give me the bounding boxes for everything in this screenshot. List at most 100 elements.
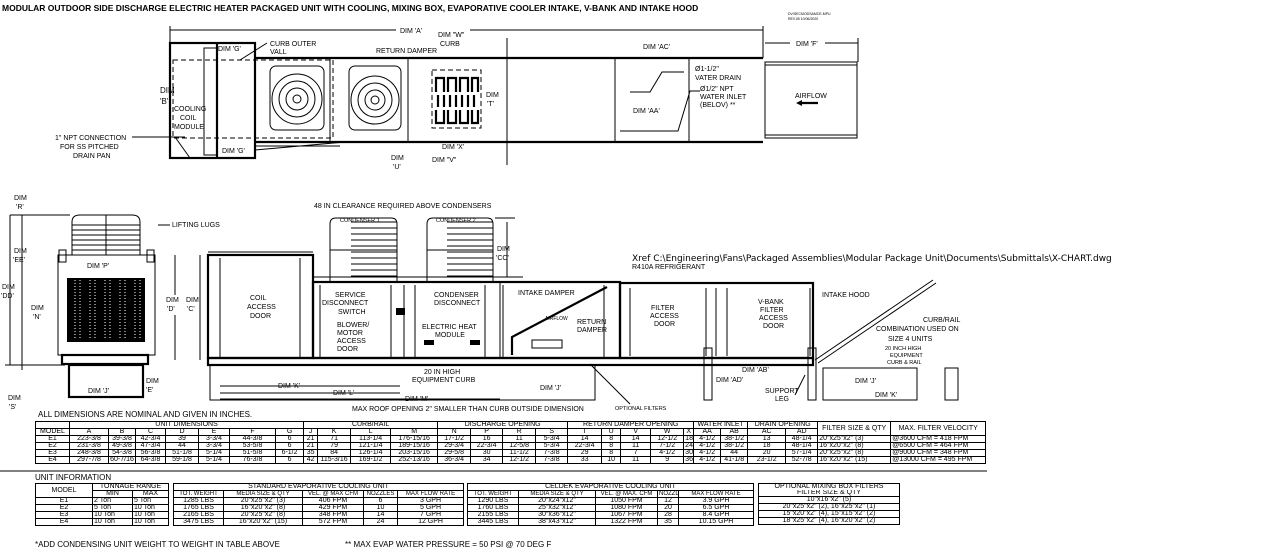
table-cell: 20 [657,504,679,512]
column-header: TOT. WEIGHT [173,490,224,498]
support-leg-label-2: LEG [775,396,789,403]
dim-g-bottom-label: DIM 'G' [222,148,245,155]
return-damper-side-label-2: DAMPER [577,327,607,334]
dim-e-label: DIM [146,378,159,385]
dim-v-label: DIM "V" [432,157,457,164]
dim-m-label: DIM 'M' [405,396,428,403]
table-cell: 34 [470,456,504,464]
table-title: OPTIONAL MIXING BOX FILTERS [758,483,900,490]
table-cell: 1765 LBS [173,504,224,512]
table-cell: 10 Ton [131,504,170,512]
table-cell: 13 [747,435,787,443]
table-cell: 113-1/4 [350,435,392,443]
table-cell: 1080 FPM [595,504,658,512]
npt-connection-label-3: DRAIN PAN [73,153,111,160]
dim-s-label-2: 'S' [9,404,16,411]
column-header: W [650,428,685,436]
ref-stamp-rev: REV.05 10/06/2020 [788,17,818,21]
vbank-door-label-3: ACCESS [759,315,788,322]
table-cell: 10.15 GPH [678,518,754,526]
column-header: AC [747,428,787,436]
table-cell: 572 FPM [302,518,364,526]
return-damper-grill [431,69,482,129]
support-leg [703,347,713,401]
curb-rail-20-label-2: EQUIPMENT [890,353,923,359]
table-cell: 7-1/2 [650,442,685,450]
table-cell: 24 [363,518,398,526]
dim-e-label-2: 'E' [146,387,153,394]
dim-s-label: DIM [8,395,21,402]
table-cell: 252-13/16 [390,456,439,464]
table-cell: 4-1/2 [693,442,722,450]
column-header: F [229,428,276,436]
table-cell: 12-1/2 [650,435,685,443]
dimensions-note: ALL DIMENSIONS ARE NOMINAL AND GIVEN IN … [38,410,253,419]
dim-a-label: DIM 'A' [400,28,422,35]
column-header: X [683,428,695,436]
table-cell: 121-1/4 [350,442,392,450]
curb-rail-20-label-3: CURB & RAIL [887,360,922,366]
table-cell: 3445 LBS [467,518,519,526]
max-roof-note: MAX ROOF OPENING 2" SMALLER THAN CURB OU… [352,406,584,413]
dim-aa-label: DIM 'AA' [633,108,660,115]
column-header: E [198,428,230,436]
table-cell: 49-3/8 [108,442,136,450]
title-row: STANDARD EVAPORATIVE COOLING UNIT [172,483,465,491]
table-cell: 42-3/4 [135,435,166,443]
water-drain-label: Ø1-1/2" [695,66,719,73]
column-header: MEDIA SIZE & QTY [223,490,303,498]
table-cell: 1285 LBS [173,497,224,505]
table-cell: 8 [601,435,622,443]
table-cell: 59-1/8 [165,456,199,464]
support-leg-label: SUPPORT [765,388,799,395]
column-group-header: UNIT DIMENSIONS [68,421,305,429]
cooling-coil-module [168,41,257,160]
dim-l-label: DIM 'L' [333,390,354,397]
dim-cc-label-2: 'CC' [496,255,509,262]
table-cell: 348 FPM [302,511,364,519]
water-inlet-label-2: WATER INLET [700,94,747,101]
dim-u-label-2: 'U' [393,164,401,171]
table-cell: 14 [620,435,652,443]
table-cell: 64-3/8 [135,456,166,464]
table-cell: 5-3/4 [535,435,569,443]
table-cell: 1760 LBS [467,504,519,512]
table-cell: 44 [165,442,199,450]
table-cell: @9000 CFM = 348 FPM [890,449,987,457]
table-cell: 1322 FPM [595,518,658,526]
dim-ee-label-2: 'EE' [13,257,25,264]
table-cell: 7 GPH [396,511,465,519]
table-cell: E3 [35,511,93,519]
condenser-2-label: CONDENSER 2 [436,218,476,224]
table-cell: 3 GPH [396,497,465,505]
column-header: L [350,428,392,436]
table-cell: 38-1/2 [720,435,749,443]
column-header: J [303,428,319,436]
table-cell: 16"x20"x2" (15) [817,456,892,464]
table-cell: 71 [317,435,352,443]
column-header: M [390,428,439,436]
column-header: P [470,428,504,436]
dim-b-label: DIM [160,86,175,95]
table-cell: 176-15/16 [390,435,439,443]
table-cell: 56-3/8 [135,449,166,457]
dim-b-label-2: 'B' [160,97,169,106]
dim-dd-label-2: 'DD' [1,293,14,300]
clearance-note: 48 IN CLEARANCE REQUIRED ABOVE CONDENSER… [314,203,492,210]
table-cell: 203-15/16 [390,449,439,457]
table-cell: 18 [747,442,787,450]
table-cell: 4-1/2 [650,449,685,457]
intake-damper-label: INTAKE DAMPER [518,290,575,297]
blower-door-label-3: ACCESS [337,338,366,345]
filter-door-label: FILTER [651,305,675,312]
npt-connection-label-2: FOR SS PITCHED [60,144,119,151]
table-cell: 11-1/2 [502,449,537,457]
